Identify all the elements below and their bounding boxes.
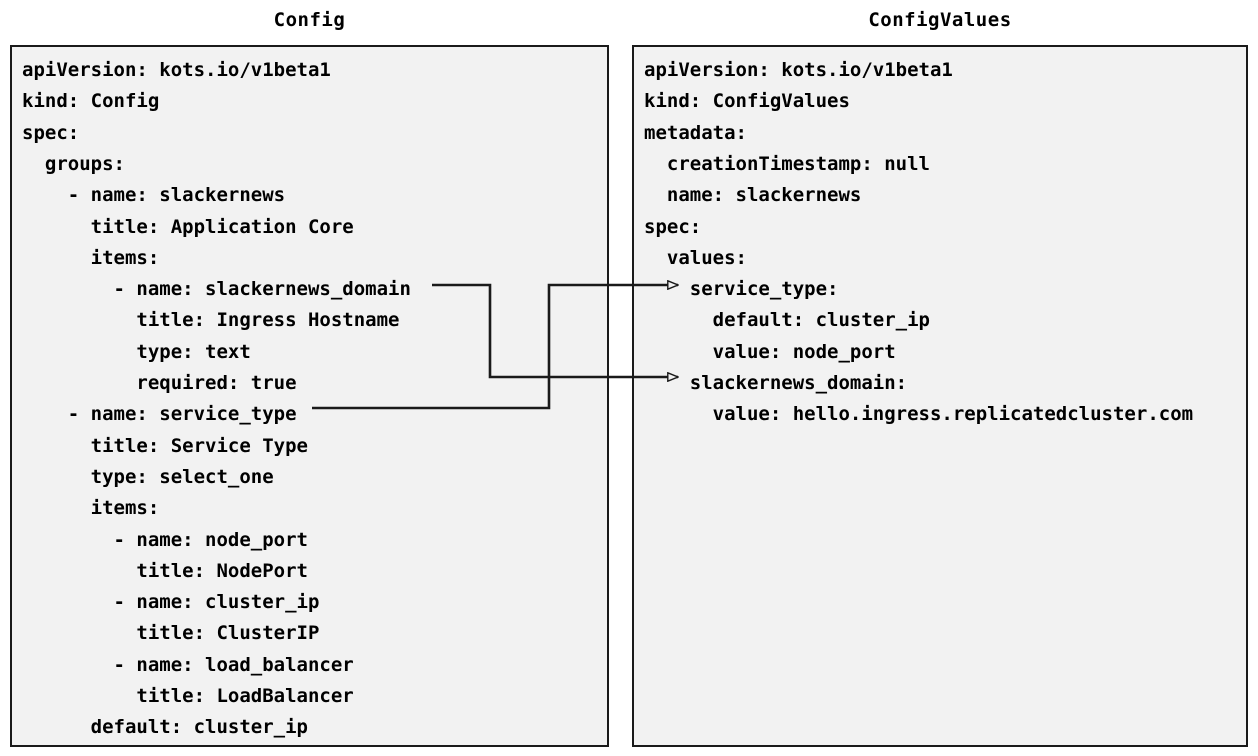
config-yaml-line-13: type: select_one xyxy=(22,465,274,488)
config-yaml-line-2: spec: xyxy=(22,121,80,144)
config-yaml-line-6: items: xyxy=(22,246,160,269)
configvalues-yaml-line-4: name: slackernews xyxy=(644,184,862,207)
config-yaml-line-19: - name: load_balancer xyxy=(22,653,354,676)
config-yaml-line-10: required: true xyxy=(22,372,297,394)
config-yaml-line-21: default: cluster_ip xyxy=(22,716,308,739)
config-yaml-line-5: title: Application Core xyxy=(22,215,354,238)
config-panel-title: Config xyxy=(273,9,346,31)
config-yaml-panel: apiVersion: kots.io/v1beta1 kind: Config s… xyxy=(10,45,609,747)
configvalues-yaml-line-3: creationTimestamp: null xyxy=(644,152,930,175)
config-yaml-line-16: title: NodePort xyxy=(22,559,308,582)
configvalues-panel-title: ConfigValues xyxy=(868,9,1012,31)
config-yaml-line-9: type: text xyxy=(22,340,251,363)
configvalues-yaml-line-1: kind: ConfigValues xyxy=(644,90,850,113)
config-yaml-line-4: - name: slackernews xyxy=(22,184,286,207)
config-yaml-line-14: items: xyxy=(22,497,160,520)
config-yaml-line-1: kind: Config xyxy=(22,90,160,113)
configvalues-yaml-line-11: value: hello.ingress.replicatedcluster.c… xyxy=(644,403,1194,426)
config-yaml-line-3: groups: xyxy=(22,152,125,175)
config-yaml-line-12: title: Service Type xyxy=(22,434,308,457)
config-yaml-line-20: title: LoadBalancer xyxy=(22,685,354,707)
config-yaml-line-7: - name: slackernews_domain xyxy=(22,278,411,301)
configvalues-yaml-line-5: spec: xyxy=(644,215,702,238)
config-yaml-line-17: - name: cluster_ip xyxy=(22,591,320,614)
configvalues-yaml-line-10: slackernews_domain: xyxy=(644,372,908,394)
configvalues-yaml-line-8: default: cluster_ip xyxy=(644,309,930,332)
config-yaml-line-0: apiVersion: kots.io/v1beta1 xyxy=(22,59,331,81)
config-yaml-line-15: - name: node_port xyxy=(22,528,308,551)
config-yaml-line-8: title: Ingress Hostname xyxy=(22,309,400,332)
configvalues-yaml-line-6: values: xyxy=(644,246,747,269)
configvalues-yaml-line-7: service_type: xyxy=(644,278,839,301)
configvalues-yaml-line-0: apiVersion: kots.io/v1beta1 xyxy=(644,59,953,81)
config-yaml-line-11: - name: service_type xyxy=(22,403,297,426)
configvalues-yaml-line-9: value: node_port xyxy=(644,340,896,363)
configvalues-yaml-line-2: metadata: xyxy=(644,121,747,144)
config-yaml-line-18: title: ClusterIP xyxy=(22,622,320,645)
configvalues-yaml-panel: apiVersion: kots.io/v1beta1 kind: ConfigV… xyxy=(632,45,1248,747)
